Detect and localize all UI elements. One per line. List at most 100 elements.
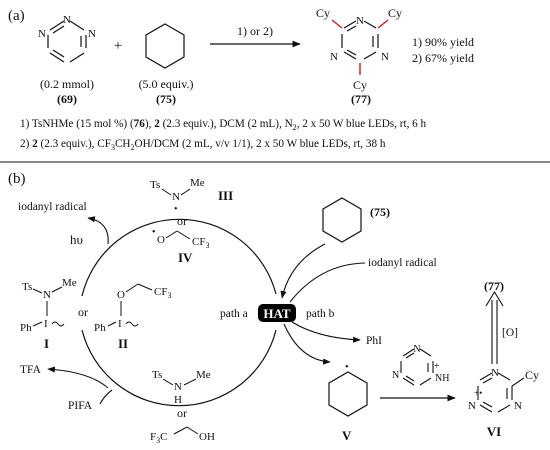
product-new-bonds xyxy=(331,19,389,75)
final-product-id: (77) xyxy=(484,279,504,293)
radical-iv-cf3: CF3 xyxy=(192,236,209,250)
panel-a-label: (a) xyxy=(8,8,25,24)
radical-v-id: V xyxy=(342,428,352,443)
triazine-n-right: N xyxy=(88,28,96,40)
pyridinium-plus: + xyxy=(434,361,440,372)
reactant2-id: (75) xyxy=(156,92,176,106)
iodanyl-radical-left: iodanyl radical xyxy=(18,201,87,213)
radical-iii-n: N xyxy=(172,191,180,203)
amine-h: H xyxy=(174,394,182,406)
reagent-i-me: Me xyxy=(62,277,77,289)
reagent-i-bonds xyxy=(32,286,63,327)
cyclohexane-structure xyxy=(145,23,185,69)
path-b-label: path b xyxy=(306,308,335,320)
radical-iii-me: Me xyxy=(190,177,205,189)
intermediate-vi-ring xyxy=(477,372,513,413)
product-n-left: N xyxy=(330,51,338,63)
reactant1-id: (69) xyxy=(57,92,77,106)
reagent-ii-cf3: CF3 xyxy=(154,286,171,300)
triazine-structure xyxy=(47,20,87,63)
radical-iv-dot: • xyxy=(152,227,156,238)
or-top: or xyxy=(177,214,187,228)
hat-box xyxy=(258,304,296,322)
hv-label: hυ xyxy=(70,232,83,247)
reagent-i-n: N xyxy=(43,289,51,301)
reagent-i-id: I xyxy=(44,336,49,351)
yield-2: 2) 67% yield xyxy=(412,51,474,65)
panel-b: (b) Ts N Me • III or • O CF3 IV iodanyl … xyxy=(8,171,539,445)
radical-iii-dot: • xyxy=(174,204,178,215)
panel-b-label: (b) xyxy=(8,171,26,187)
reagent-i-i: I xyxy=(44,318,48,330)
amine-bonds xyxy=(162,378,197,386)
reagent-ii-o: O xyxy=(117,289,125,301)
intermediate-vi-charge: +• xyxy=(474,388,482,398)
oxidation-arrow xyxy=(485,290,504,364)
product-cy-right: Cy xyxy=(388,6,402,20)
reagent-ii-bonds xyxy=(107,283,153,327)
hat-label: HAT xyxy=(263,306,291,321)
cyclohexane-75 xyxy=(322,197,362,243)
radical-iii-bonds xyxy=(161,188,191,196)
alcohol-f3c: F3C xyxy=(150,431,167,445)
product-cy-left: Cy xyxy=(316,6,330,20)
product-ring xyxy=(341,20,379,60)
reagent-ii-wavy xyxy=(125,321,139,327)
iodanyl-curved-arrow xyxy=(87,216,109,245)
path-a-label: path a xyxy=(220,308,248,320)
condition-1: 1) TsNHMe (15 mol %) (76), 2 (2.3 equiv.… xyxy=(20,118,427,132)
panel-a: (a) N N N (0.2 mmol) (69) + (5.0 equiv.)… xyxy=(8,6,474,152)
triazine-n-left: N xyxy=(38,28,46,40)
reactant1-amount: (0.2 mmol) xyxy=(40,77,94,91)
reagent-i-wavy xyxy=(51,321,65,327)
reagent-ii-i: I xyxy=(118,318,122,330)
cyclohexane-75-id: (75) xyxy=(370,205,390,219)
iodanyl-radical-right: iodanyl radical xyxy=(368,257,437,269)
pyridinium-ring xyxy=(400,348,434,386)
reactant2-amount: (5.0 equiv.) xyxy=(139,77,194,91)
radical-iv-o: O xyxy=(157,234,165,246)
condition-2: 2) 2 (2.3 equiv.), CF3CH2OH/DCM (2 mL, v… xyxy=(20,138,386,152)
intermediate-vi-n-top: N xyxy=(491,367,499,379)
pifa-label: PIFA xyxy=(68,400,93,412)
product-n-top: N xyxy=(356,15,364,27)
pyridinium-n-top: N xyxy=(413,344,420,355)
intermediate-vi-n-right: N xyxy=(514,400,522,412)
radical-v-arrow xyxy=(283,323,331,365)
or-bottom: or xyxy=(177,406,187,420)
reaction-arrow-label: 1) or 2) xyxy=(237,24,273,38)
radical-v-ring xyxy=(328,371,368,417)
product-cy-bottom: Cy xyxy=(353,78,367,92)
radical-iii-id: III xyxy=(218,188,233,203)
tfa-label: TFA xyxy=(20,364,42,376)
intermediate-vi-cy-bond xyxy=(511,377,525,387)
reagent-i-ph: Ph xyxy=(20,322,32,334)
pyridinium-nh: NH xyxy=(435,373,449,384)
intermediate-vi-cy: Cy xyxy=(525,368,539,382)
reagent-i-ts: Ts xyxy=(22,281,32,293)
intermediate-vi-n-left: N xyxy=(468,400,476,412)
catalytic-cycle-lower xyxy=(81,329,277,407)
oxidation-label: [O] xyxy=(502,327,518,339)
reagent-ii-id: II xyxy=(118,336,128,351)
product-n-right: N xyxy=(381,51,389,63)
catalytic-cycle-upper xyxy=(81,218,277,297)
radical-iii-ts: Ts xyxy=(150,179,160,191)
radical-iv-id: IV xyxy=(178,250,193,265)
tfa-curved-arrow xyxy=(47,366,109,389)
radical-v-dot: • xyxy=(345,362,349,373)
cyclohexane-arrow xyxy=(280,243,326,299)
pyridinium-n-left: N xyxy=(392,370,399,381)
amine-n: N xyxy=(174,381,182,393)
amine-ts: Ts xyxy=(152,369,162,381)
alcohol-oh: OH xyxy=(199,431,215,443)
pifa-curved-arrow xyxy=(99,389,113,405)
yield-1: 1) 90% yield xyxy=(412,35,474,49)
triazine-n-top: N xyxy=(63,14,71,26)
plus-sign: + xyxy=(114,38,122,54)
radical-iv-bonds xyxy=(165,230,191,240)
or-left: or xyxy=(78,305,88,319)
amine-me: Me xyxy=(196,369,211,381)
iodanyl-right-curve xyxy=(289,262,366,303)
